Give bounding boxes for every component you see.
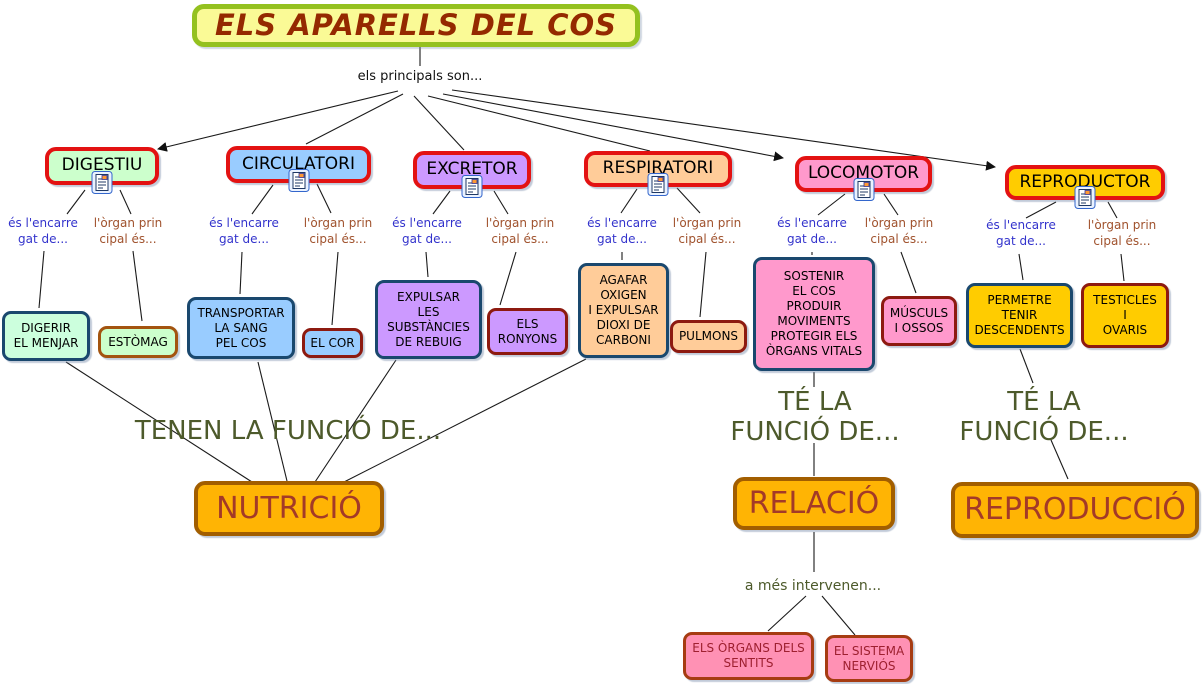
link-te-la-funcio-relacio: TÉ LA FUNCIÓ DE... (730, 387, 900, 447)
link-digestiu-function: és l'encarre gat de... (8, 216, 78, 246)
resource-icon[interactable] (91, 171, 113, 194)
resource-icon[interactable] (1074, 186, 1096, 209)
concept-sistema-nervios: EL SISTEMA NERVIÓS (825, 635, 913, 682)
link-reproductor-organ: l'òrgan prin cipal és... (1087, 218, 1157, 248)
concept-digestiu-label: DIGESTIU (61, 155, 143, 176)
resource-icon[interactable] (853, 178, 874, 201)
concept-nutricio: NUTRICIÓ (194, 481, 384, 536)
link-excretor-organ: l'òrgan prin cipal és... (485, 216, 555, 246)
link-locomotor-function: és l'encarre gat de... (777, 216, 847, 246)
link-excretor-function: és l'encarre gat de... (392, 216, 462, 246)
link-te-la-funcio-reproduccio: TÉ LA FUNCIÓ DE... (959, 387, 1129, 447)
page-title-text: ELS APARELLS DEL COS (214, 8, 618, 43)
concept-circulatori-label: CIRCULATORI (242, 153, 355, 174)
link-locomotor-organ: l'òrgan prin cipal és... (864, 216, 934, 246)
link-tenen-la-funcio: TENEN LA FUNCIÓ DE... (134, 416, 442, 446)
concept-pulmons: PULMONS (670, 320, 747, 353)
concept-testicles-ovaris: TESTICLES I OVARIS (1081, 283, 1169, 348)
concept-digestiu: DIGESTIU (45, 147, 159, 194)
link-respiratori-organ: l'òrgan prin cipal és... (672, 216, 742, 246)
concept-respiratori: RESPIRATORI (584, 151, 732, 196)
link-digestiu-organ: l'òrgan prin cipal és... (93, 216, 163, 246)
concept-locomotor: LOCOMOTOR (795, 156, 932, 201)
concept-estomag: ESTÒMAG (98, 326, 178, 358)
link-els-principals: els principals son... (357, 69, 483, 84)
concept-reproductor-label: REPRODUCTOR (1019, 171, 1151, 192)
concept-circulatori: CIRCULATORI (226, 146, 371, 192)
link-circulatori-organ: l'òrgan prin cipal és... (303, 216, 373, 246)
concept-els-ronyons: ELS RONYONS (487, 308, 568, 355)
concept-organs-sentits: ELS ÒRGANS DELS SENTITS (683, 632, 814, 680)
concept-digerir-el-menjar: DIGERIR EL MENJAR (2, 311, 90, 361)
concept-agafar-oxigen: AGAFAR OXIGEN I EXPULSAR DIOXI DE CARBON… (578, 263, 669, 358)
concept-excretor: EXCRETOR (413, 151, 531, 198)
concept-el-cor: EL COR (302, 328, 363, 358)
page-title: ELS APARELLS DEL COS (192, 4, 640, 47)
link-reproductor-function: és l'encarre gat de... (986, 218, 1056, 248)
concept-locomotor-label: LOCOMOTOR (807, 163, 920, 184)
concept-reproductor: REPRODUCTOR (1005, 165, 1165, 209)
link-a-mes-intervenen: a més intervenen... (744, 578, 882, 594)
concept-sostenir-cos: SOSTENIR EL COS PRODUIR MOVIMENTS PROTEG… (753, 257, 875, 371)
concept-reproduccio: REPRODUCCIÓ (951, 482, 1199, 538)
concept-expulsar-rebuig: EXPULSAR LES SUBSTÀNCIES DE REBUIG (375, 280, 482, 359)
concept-musculs-ossos: MÚSCULS I OSSOS (881, 296, 957, 346)
resource-icon[interactable] (288, 169, 309, 192)
resource-icon[interactable] (647, 173, 669, 196)
link-respiratori-function: és l'encarre gat de... (587, 216, 657, 246)
concept-permetre-descendents: PERMETRE TENIR DESCENDENTS (966, 283, 1073, 348)
resource-icon[interactable] (461, 175, 483, 198)
concept-transportar-sang: TRANSPORTAR LA SANG PEL COS (187, 297, 295, 359)
link-circulatori-function: és l'encarre gat de... (209, 216, 279, 246)
concept-relacio: RELACIÓ (733, 477, 895, 530)
